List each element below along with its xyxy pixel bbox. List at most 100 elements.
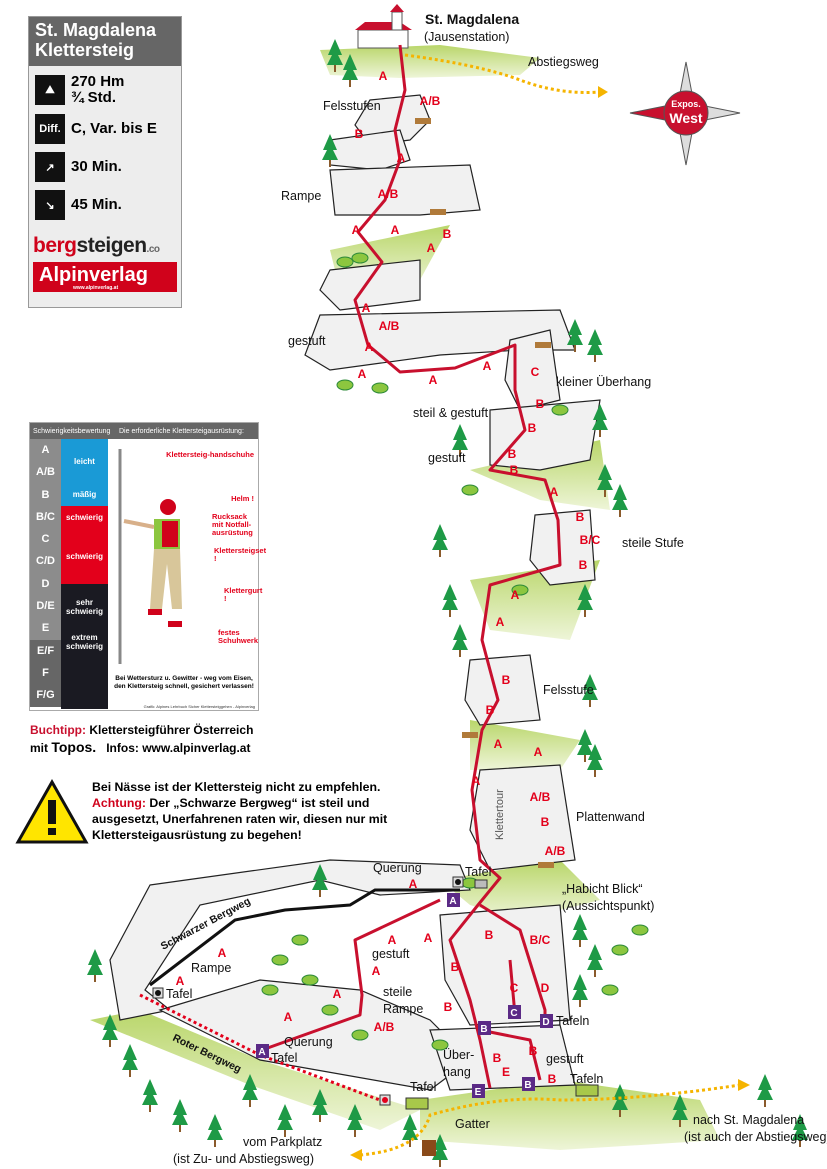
warning-line1: Bei Nässe ist der Klettersteig nicht zu … bbox=[92, 780, 381, 794]
label-tafeln-2: Tafeln bbox=[570, 1072, 603, 1086]
descent-value: 45 Min. bbox=[71, 196, 122, 213]
grade-label: B bbox=[444, 1000, 453, 1014]
station-label: C bbox=[510, 1008, 517, 1019]
station-label: A bbox=[449, 896, 456, 907]
grade-item: A bbox=[30, 439, 61, 462]
approach-value: 30 Min. bbox=[71, 158, 122, 175]
grade-label: C bbox=[531, 365, 540, 379]
label-querung-2: Querung bbox=[284, 1035, 333, 1049]
equipment-shoes: festes Schuhwerk bbox=[218, 628, 259, 645]
info-descent: ↘ 45 Min. bbox=[35, 190, 175, 220]
station-label: E bbox=[475, 1087, 482, 1098]
level-item: extrem schwierig bbox=[61, 629, 108, 709]
station-label: D bbox=[542, 1017, 549, 1028]
station-label: B bbox=[524, 1080, 531, 1091]
equipment-harness: Klettergurt ! bbox=[224, 586, 263, 603]
grade-label: A bbox=[424, 931, 433, 945]
book-tip: Buchtipp: Klettersteigführer Österreich … bbox=[30, 722, 253, 757]
label-tafel-left: Tafel bbox=[166, 987, 192, 1001]
grade-label: B/C bbox=[530, 933, 551, 947]
route-title-line2: Klettersteig bbox=[35, 40, 135, 60]
difficulty-icon: Diff. bbox=[35, 114, 65, 144]
grade-label: A bbox=[494, 737, 503, 751]
height-value: 270 Hm bbox=[71, 73, 125, 90]
grade-label: A bbox=[534, 745, 543, 759]
grade-label: B bbox=[536, 397, 545, 411]
warning-text: Der „Schwarze Bergweg“ ist steil und aus… bbox=[92, 796, 388, 842]
label-gestuft-4: gestuft bbox=[546, 1052, 584, 1066]
warning-achtung: Achtung: bbox=[92, 796, 146, 810]
label-kleiner-ueberhang: kleiner Überhang bbox=[556, 375, 651, 389]
grade-label: A bbox=[284, 1010, 293, 1024]
grade-label: A/B bbox=[379, 319, 400, 333]
grade-item: D bbox=[30, 572, 61, 596]
level-item: sehr schwierig bbox=[61, 584, 108, 629]
hiking-up-icon: ↗ bbox=[35, 152, 65, 182]
grade-label: A bbox=[372, 964, 381, 978]
schwarzer-bergweg bbox=[149, 888, 460, 987]
grade-item: E/F bbox=[30, 639, 61, 662]
equipment-set: Klettersteigset ! bbox=[214, 546, 267, 563]
book-brand: Topos. bbox=[51, 739, 97, 755]
grade-label: B bbox=[541, 815, 550, 829]
grade-label: B bbox=[451, 960, 460, 974]
grade-label: B bbox=[443, 227, 452, 241]
book-tip-label: Buchtipp: bbox=[30, 723, 86, 737]
label-tafeln: Tafeln bbox=[556, 1014, 589, 1028]
label-tafel-top: Tafel bbox=[465, 865, 491, 879]
label-querung: Querung bbox=[373, 861, 422, 875]
label-rampe-3: Rampe bbox=[383, 1002, 423, 1016]
level-scale: leicht mäßig schwierig schwierig sehr sc… bbox=[61, 439, 108, 709]
wet-conditions-warning: Bei Nässe ist der Klettersteig nicht zu … bbox=[92, 779, 422, 843]
grade-label: A bbox=[511, 588, 520, 602]
difficulty-value: C, Var. bis E bbox=[71, 120, 157, 137]
label-steile-stufe: steile Stufe bbox=[622, 536, 684, 550]
grade-label: D bbox=[541, 981, 550, 995]
label-tafel-a: Tafel bbox=[271, 1051, 297, 1065]
legend-header-right: Die erforderliche Klettersteigausrüstung… bbox=[119, 427, 244, 435]
compass-label-west: West bbox=[669, 110, 703, 126]
info-difficulty: Diff. C, Var. bis E bbox=[35, 114, 175, 144]
grade-label: B bbox=[579, 558, 588, 572]
grade-label: B bbox=[486, 703, 495, 717]
grade-label: A bbox=[397, 151, 406, 165]
grade-label: B bbox=[576, 510, 585, 524]
grade-label: A bbox=[388, 933, 397, 947]
grade-item: E bbox=[30, 617, 61, 640]
grade-label: E bbox=[502, 1065, 510, 1079]
grade-label: A bbox=[409, 877, 418, 891]
compass-label-expos: Expos. bbox=[671, 99, 701, 109]
station-markers: A A B C D E B bbox=[256, 893, 553, 1098]
label-vom-parkplatz: vom Parkplatz bbox=[243, 1135, 322, 1149]
label-hang: hang bbox=[443, 1065, 471, 1079]
label-aussichtspunkt: (Aussichtspunkt) bbox=[562, 899, 654, 913]
label-habicht-blick: „Habicht Blick“ bbox=[562, 882, 643, 896]
grade-item: B bbox=[30, 483, 61, 506]
climber-icon: ⛰ bbox=[35, 75, 65, 105]
grade-label: B/C bbox=[580, 533, 601, 547]
grade-label: B bbox=[510, 463, 519, 477]
legend-weather-warning: Bei Wettersturz u. Gewitter - weg vom Ei… bbox=[114, 675, 254, 690]
label-gestuft-2: gestuft bbox=[428, 451, 466, 465]
grade-label: A bbox=[218, 946, 227, 960]
label-rampe-2: Rampe bbox=[191, 961, 231, 975]
station-label: B bbox=[480, 1024, 487, 1035]
equipment-helmet: Helm ! bbox=[231, 494, 254, 503]
label-rampe: Rampe bbox=[281, 189, 321, 203]
hiking-down-icon: ↘ bbox=[35, 190, 65, 220]
label-gestuft-3: gestuft bbox=[372, 947, 410, 961]
label-jausenstation: (Jausenstation) bbox=[424, 30, 509, 44]
sign-markers bbox=[152, 118, 599, 1156]
warning-icon bbox=[15, 778, 89, 844]
level-item: leicht bbox=[61, 439, 108, 483]
grade-label: B bbox=[355, 127, 364, 141]
label-auch-abstiegsweg: (ist auch der Abstiegsweg) bbox=[684, 1130, 827, 1144]
grade-label: A bbox=[429, 373, 438, 387]
grade-label: A bbox=[362, 301, 371, 315]
grade-label: A/B bbox=[374, 1020, 395, 1034]
label-steile: steile bbox=[383, 985, 412, 999]
grade-scale: A A/B B B/C C C/D D D/E E E/F F F/G bbox=[30, 439, 61, 707]
